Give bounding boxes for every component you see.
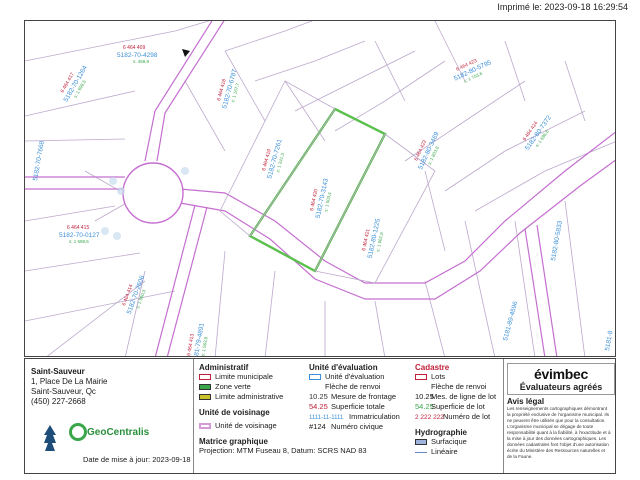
legend-cadastre-item: 54.25Superficie de lot <box>415 402 485 411</box>
lot-num-415: 6 464 415 <box>67 225 89 231</box>
lot-num-409: 6 464 409 <box>123 45 145 51</box>
org-phone: (450) 227-2668 <box>31 397 86 406</box>
legend-eval-title: Unité d'évaluation <box>309 363 378 372</box>
geocentralis-logo-text: GeoCentralis <box>87 427 150 438</box>
legend-divider-1 <box>193 359 194 473</box>
legend-cadastre-item: 2 222 222Numéro de lot <box>415 412 491 421</box>
lot-num-413: 6 464 413 <box>186 333 196 356</box>
legend-eval-item: Unité d'évaluation <box>309 372 409 382</box>
org-address2: Saint-Sauveur, Qc <box>31 387 96 396</box>
area-420: s: 1 503,4 <box>323 191 332 212</box>
mat-4596: 5181-89-4596 <box>502 300 519 341</box>
marker-points <box>101 167 189 240</box>
legend-eval: Unité d'évaluation Unité d'évaluation Fl… <box>309 363 409 432</box>
lot-421-outline <box>314 133 436 284</box>
legend-eval-item: Flèche de renvoi <box>325 382 381 391</box>
swatch-neighbourhood <box>199 423 211 430</box>
area-414: s: 1 860,3 <box>135 289 147 310</box>
printed-timestamp: Imprimé le: 2023-09-18 16:29:54 <box>497 2 628 12</box>
lot-num-418: 6 464 418 <box>216 78 228 101</box>
area-409: s: 459,8 <box>133 59 150 64</box>
legend-cadastre-item: 10.25Mes. de ligne de lot <box>415 392 497 401</box>
mat-7668: 5182-70-7668 <box>32 140 46 181</box>
swatch-lots <box>415 374 427 381</box>
swatch-admin-limit <box>199 394 211 401</box>
map-svg: 6 464 409 5182-70-4298 s: 459,8 6 464 41… <box>25 21 615 357</box>
area-419: s: 1 341,3 <box>275 152 285 173</box>
evaluator-panel: évimbec Évaluateurs agréés Avis légal Le… <box>507 363 615 460</box>
legend-admin-item: Limite municipale <box>199 372 309 382</box>
org-name: Saint-Sauveur <box>31 367 85 376</box>
area-421: s: 1 662,9 <box>375 231 384 252</box>
legend-divider-2 <box>503 359 504 473</box>
geocentralis-logo-icon <box>69 423 87 441</box>
update-date: Date de mise à jour: 2023-09-18 <box>83 455 191 464</box>
legend-proj-title: Matrice graphique <box>199 437 268 446</box>
map-canvas[interactable]: 6 464 409 5182-70-4298 s: 459,8 6 464 41… <box>24 20 616 357</box>
lot-lines <box>25 21 615 356</box>
area-413: s: 1 563,8 <box>200 336 208 357</box>
swatch-hydro-line <box>415 451 427 453</box>
legend-admin-item: Limite administrative <box>199 392 309 402</box>
mat-415: 5182-70-0127 <box>59 232 100 239</box>
cul-de-sac <box>122 162 184 224</box>
area-418: s: 1 167,7 <box>230 82 240 103</box>
evimbec-logo: évimbec <box>534 366 588 382</box>
lot-labels: 6 464 409 5182-70-4298 s: 459,8 6 464 41… <box>32 45 614 357</box>
legend-cadastre: Cadastre Lots Flèche de renvoi 10.25Mes.… <box>415 363 517 457</box>
mat-409: 5182-70-4298 <box>117 52 158 59</box>
org-address1: 1, Place De La Mairie <box>31 377 108 386</box>
legend-admin-item: Zone verte <box>199 382 309 392</box>
city-logo-icon <box>44 425 56 451</box>
mat-5833: 5182-80-5833 <box>550 220 564 261</box>
legend-admin-title: Administratif <box>199 363 249 372</box>
swatch-green-zone <box>199 384 211 391</box>
legend-neigh-item: Unité de voisinage <box>199 421 309 431</box>
legend-panel: Saint-Sauveur 1, Place De La Mairie Sain… <box>24 358 616 474</box>
swatch-eval-unit <box>309 374 321 381</box>
avis-title: Avis légal <box>507 397 545 406</box>
area-415: s: 1 698,6 <box>69 239 89 244</box>
evaluator-box: évimbec Évaluateurs agréés <box>507 363 615 395</box>
evaluator-subtitle: Évaluateurs agréés <box>519 382 603 392</box>
legend-cadastre-title: Cadastre <box>415 363 450 372</box>
legend-cadastre-item: Flèche de renvoi <box>431 382 487 391</box>
lot-num-421: 6 464 421 <box>361 228 372 251</box>
legend-hydro-title: Hydrographie <box>415 428 468 437</box>
legend-neigh-title: Unité de voisinage <box>199 408 270 417</box>
legend-hydro-item: Surfacique <box>415 437 517 447</box>
avis-text: Les renseignements cartographiques démon… <box>507 406 611 459</box>
swatch-hydro-surface <box>415 439 427 446</box>
legend-admin: Administratif Limite municipale Zone ver… <box>199 363 367 456</box>
lot-num-420: 6 464 420 <box>309 188 320 211</box>
lot-num-419: 6 464 419 <box>261 148 273 171</box>
lot-419-outline <box>219 80 336 237</box>
legend-hydro-item: Linéaire <box>415 447 517 457</box>
north-arrow-icon <box>182 49 190 57</box>
legend-cadastre-item: Lots <box>415 372 517 382</box>
org-info: Saint-Sauveur 1, Place De La Mairie Sain… <box>31 367 181 407</box>
street-lines <box>25 21 615 356</box>
legend-proj-text: Projection: MTM Fuseau 8, Datum: SCRS NA… <box>199 446 367 455</box>
swatch-municipal <box>199 374 211 381</box>
mat-5181-8: 5181-8 <box>604 330 614 352</box>
